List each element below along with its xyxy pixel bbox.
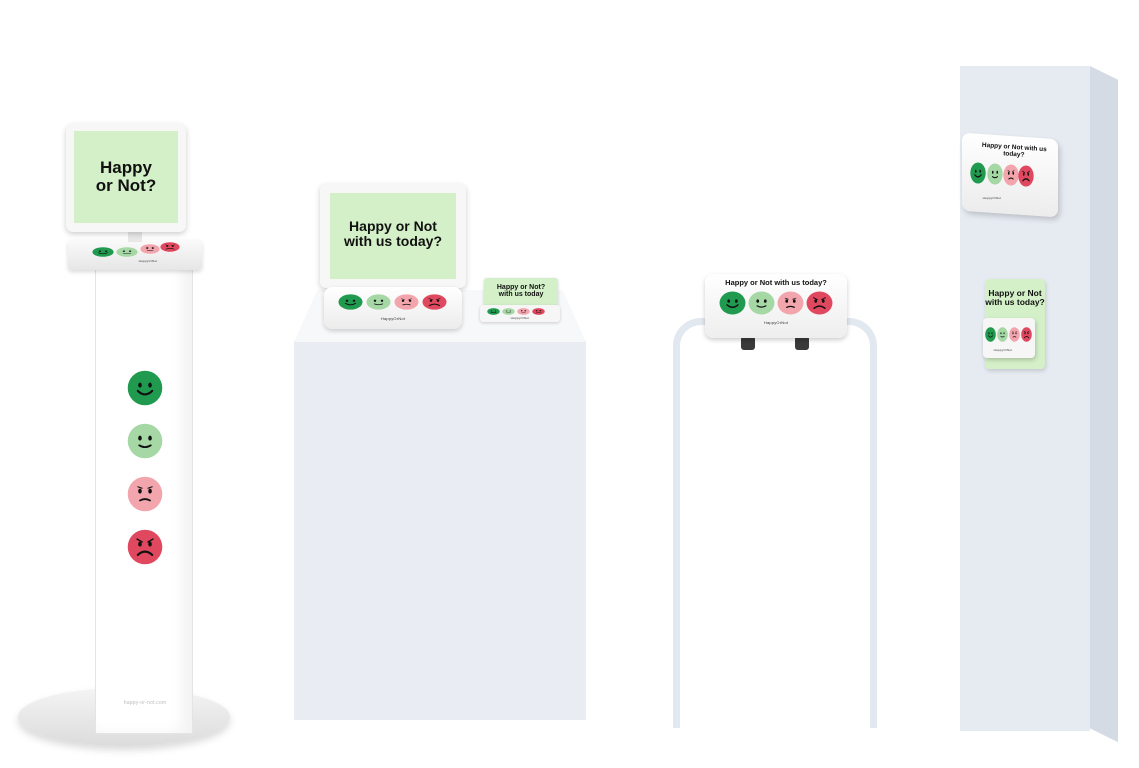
happy-face-icon[interactable] (116, 247, 138, 257)
happy-face-icon[interactable] (127, 423, 163, 459)
unhappy-face-icon[interactable] (127, 476, 163, 512)
pedestal-screen-line1: Happy or Not (349, 218, 437, 234)
very-happy-face-icon[interactable] (985, 327, 996, 342)
happy-face-icon[interactable] (366, 294, 391, 310)
small-unit-sign[interactable]: Happy or Not? with us today (484, 278, 558, 306)
small-unit-brand: HappyOrNot (510, 316, 530, 320)
unhappy-face-icon[interactable] (1009, 327, 1020, 342)
small-unit-line2: with us today (498, 291, 544, 299)
pedestal-screen-line2: with us today? (344, 232, 442, 249)
wall-sign-line2: with us today? (985, 296, 1045, 307)
kiosk-screen[interactable]: Happy or Not? (74, 131, 178, 223)
very-unhappy-face-icon[interactable] (806, 291, 833, 315)
unhappy-face-icon[interactable] (777, 291, 804, 315)
very-unhappy-face-icon[interactable] (160, 242, 180, 252)
pedestal-brand: HappyOrNot (380, 316, 406, 321)
very-happy-face-icon[interactable] (719, 291, 746, 315)
small-unit-line1: Happy or Not? (496, 284, 546, 291)
kiosk-floor-brand: happy-or-not.com (123, 700, 167, 706)
stand-title: Happy or Not with us today? (725, 278, 827, 287)
kiosk-screen-line2: or Not? (95, 175, 157, 195)
wall-top-brand: HappyOrNot (982, 196, 1002, 200)
very-happy-face-icon[interactable] (338, 294, 363, 310)
kiosk-tray-brand: HappyOrNot (138, 259, 158, 263)
happy-face-icon[interactable] (502, 308, 515, 315)
pedestal-screen[interactable]: Happy or Not with us today? (330, 193, 456, 279)
happy-face-icon[interactable] (748, 291, 775, 315)
very-happy-face-icon[interactable] (970, 162, 986, 184)
very-unhappy-face-icon[interactable] (1018, 165, 1034, 187)
very-happy-face-icon[interactable] (92, 247, 114, 257)
unhappy-face-icon[interactable] (517, 308, 530, 315)
stand-brand: HappyOrNot (763, 320, 789, 325)
stand-clamp-left (741, 336, 755, 350)
unhappy-face-icon[interactable] (140, 244, 160, 254)
kiosk-screen-line1: Happy (100, 158, 152, 177)
stand-arch (673, 318, 877, 728)
pedestal-box (294, 340, 586, 720)
pillar-side (1090, 66, 1118, 743)
very-unhappy-face-icon[interactable] (127, 529, 163, 565)
unhappy-face-icon[interactable] (1003, 164, 1019, 186)
unhappy-face-icon[interactable] (394, 294, 419, 310)
wall-sign-line1: Happy or Not (988, 288, 1042, 298)
very-happy-face-icon[interactable] (127, 370, 163, 406)
very-happy-face-icon[interactable] (487, 308, 500, 315)
happy-face-icon[interactable] (987, 163, 1003, 185)
very-unhappy-face-icon[interactable] (532, 308, 545, 315)
very-unhappy-face-icon[interactable] (422, 294, 447, 310)
wall-sign-brand: HappyOrNot (993, 348, 1013, 352)
happy-face-icon[interactable] (997, 327, 1008, 342)
stand-clamp-right (795, 336, 809, 350)
very-unhappy-face-icon[interactable] (1021, 327, 1032, 342)
